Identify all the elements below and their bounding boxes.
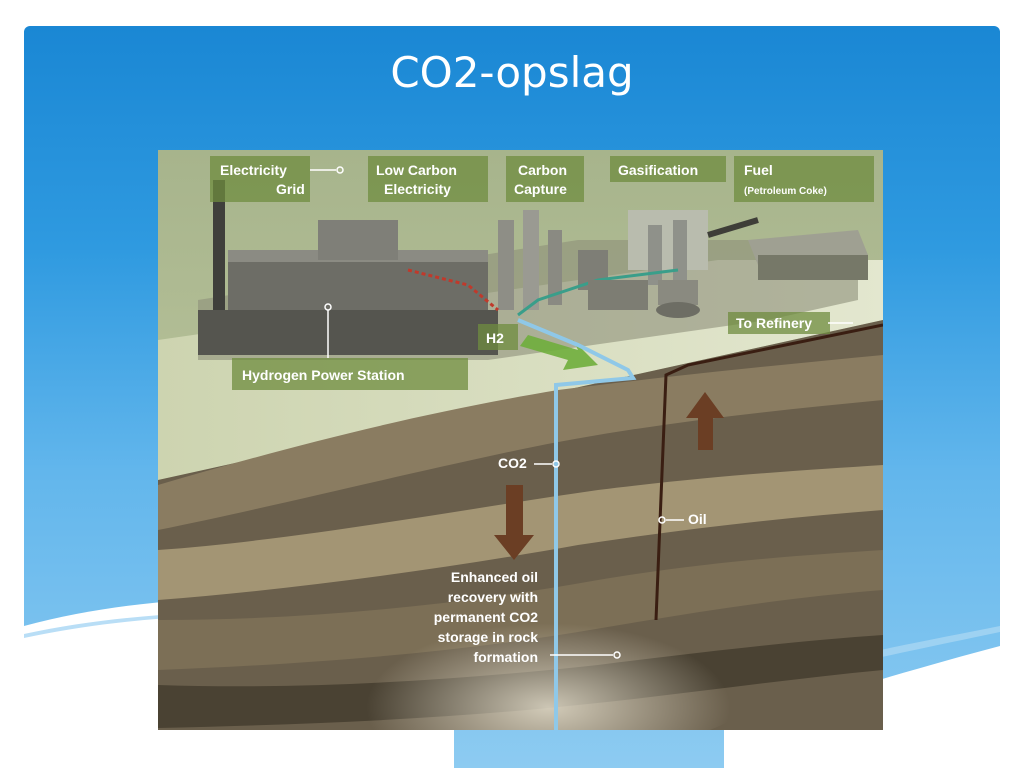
electricity-grid-label-box <box>210 156 310 202</box>
eor-label-4: storage in rock <box>438 629 539 645</box>
eor-label-3: permanent CO2 <box>434 609 538 625</box>
slide-title: CO2-opslag <box>390 48 634 97</box>
electricity-grid-label-2: Grid <box>276 181 305 197</box>
fuel-label: Fuel <box>744 162 773 178</box>
to-refinery-label: To Refinery <box>736 315 812 331</box>
eor-label-2: recovery with <box>448 589 538 605</box>
slide: CO2-opslag <box>24 26 1000 768</box>
h2-label: H2 <box>486 330 504 346</box>
co2-storage-diagram: Electricity Grid Low Carbon Electricity … <box>158 150 883 730</box>
co2-label: CO2 <box>498 455 527 471</box>
low-carbon-label-2: Electricity <box>384 181 451 197</box>
fuel-sublabel: (Petroleum Coke) <box>744 186 827 197</box>
carbon-capture-label-2: Capture <box>514 181 567 197</box>
eor-label-1: Enhanced oil <box>451 569 538 585</box>
hydrogen-power-station-label: Hydrogen Power Station <box>242 367 405 383</box>
electricity-grid-label-1: Electricity <box>220 162 287 178</box>
low-carbon-label-1: Low Carbon <box>376 162 457 178</box>
oil-label: Oil <box>688 511 707 527</box>
gasification-label: Gasification <box>618 162 698 178</box>
eor-label-5: formation <box>473 649 538 665</box>
carbon-capture-label-1: Carbon <box>518 162 567 178</box>
